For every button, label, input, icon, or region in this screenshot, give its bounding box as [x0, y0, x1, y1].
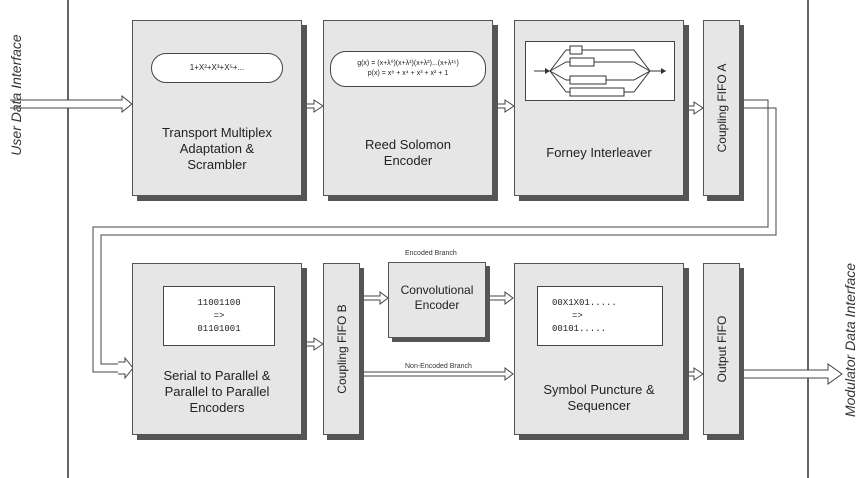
serial-code-box: 11001100 => 01101001: [163, 286, 275, 346]
forney-interleaver-block: Forney Interleaver: [514, 20, 684, 196]
arrow-non-encoded-branch: [363, 367, 514, 381]
forney-interleaver-label: Forney Interleaver: [546, 145, 652, 160]
puncture-code-in: 00X1X01.....: [552, 297, 617, 308]
non-encoded-branch-label: Non-Encoded Branch: [405, 363, 472, 370]
scrambler-polynomial-text: 1+X²+X³+X⁵+...: [189, 63, 245, 72]
feedback-loop-connector: [92, 99, 777, 373]
serial-to-parallel-label: Serial to Parallel & Parallel to Paralle…: [163, 368, 271, 415]
scrambler-polynomial: 1+X²+X³+X⁵+...: [151, 53, 283, 83]
serial-code-out: 01101001: [197, 323, 241, 334]
encoded-branch-label: Encoded Branch: [405, 250, 457, 257]
reed-solomon-label: Reed Solomon Encoder: [365, 137, 451, 168]
symbol-puncture-label: Symbol Puncture & Sequencer: [543, 382, 655, 413]
coupling-fifo-b-block: Coupling FIFO B: [323, 263, 360, 435]
convolutional-encoder-block: Convolutional Encoder: [388, 262, 486, 338]
reed-solomon-block: g(x) = (x+λ⁰)(x+λ¹)(x+λ²)...(x+λ¹⁵) p(x)…: [323, 20, 493, 196]
symbol-puncture-block: 00X1X01..... => 00101..... Symbol Punctu…: [514, 263, 684, 435]
input-arrow: [10, 94, 133, 114]
arrow-into-serial: [118, 356, 134, 380]
output-fifo-block: Output FIFO: [703, 263, 740, 435]
transport-multiplex-label: Transport Multiplex Adaptation & Scrambl…: [161, 125, 273, 172]
puncture-code-out: 00101.....: [552, 323, 607, 334]
coupling-fifo-b-label: Coupling FIFO B: [334, 304, 349, 394]
puncture-code-arrow: =>: [572, 310, 583, 321]
output-fifo-label: Output FIFO: [714, 315, 729, 383]
rs-field-polynomial: p(x) = x⁸ + x⁴ + x³ + x² + 1: [367, 70, 449, 77]
convolutional-encoder-label: Convolutional Encoder: [400, 283, 474, 312]
coupling-fifo-a-label: Coupling FIFO A: [714, 63, 729, 153]
reed-solomon-polynomial: g(x) = (x+λ⁰)(x+λ¹)(x+λ²)...(x+λ¹⁵) p(x)…: [330, 51, 486, 87]
serial-code-in: 11001100: [197, 297, 241, 308]
interleaver-schematic-icon: [534, 45, 666, 97]
arrow-fifob-to-conv: [363, 291, 389, 305]
serial-code-arrow: =>: [213, 310, 225, 321]
serial-to-parallel-block: 11001100 => 01101001 Serial to Parallel …: [132, 263, 302, 435]
rs-generator-polynomial: g(x) = (x+λ⁰)(x+λ¹)(x+λ²)...(x+λ¹⁵): [357, 60, 459, 67]
modulator-data-interface-label: Modulator Data Interface: [842, 262, 858, 418]
arrow-conv-to-puncture: [489, 291, 514, 305]
transport-multiplex-block: 1+X²+X³+X⁵+... Transport Multiplex Adapt…: [132, 20, 302, 196]
output-arrow: [744, 363, 843, 385]
user-data-interface-label: User Data Interface: [8, 34, 24, 156]
interleaver-schematic: [525, 41, 675, 101]
puncture-code-box: 00X1X01..... => 00101.....: [537, 286, 663, 346]
coupling-fifo-a-block: Coupling FIFO A: [703, 20, 740, 196]
